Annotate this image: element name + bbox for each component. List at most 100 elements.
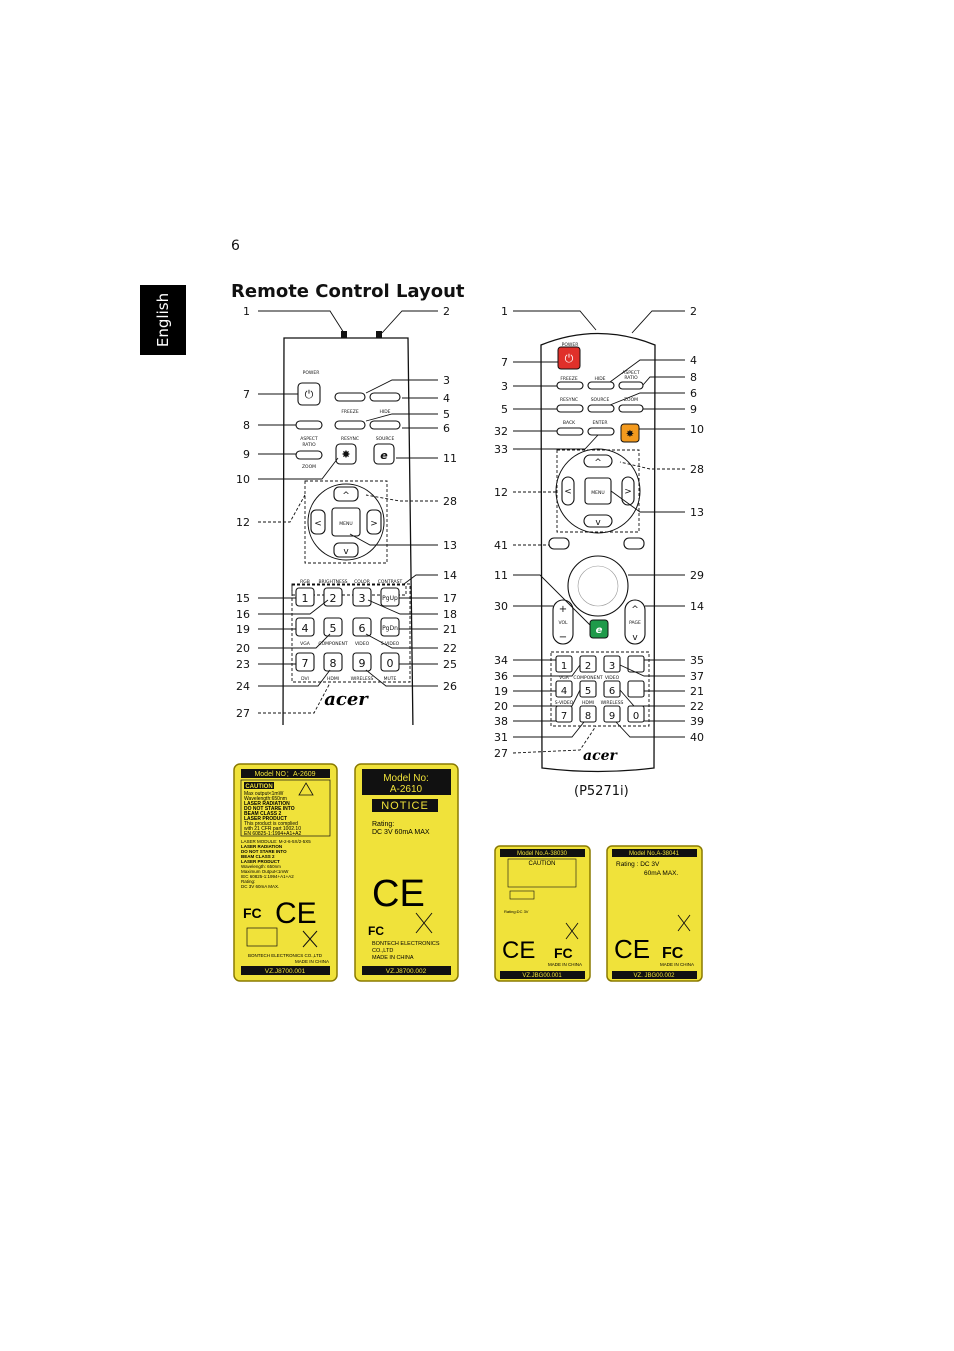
r2-callout-33: 33 — [494, 443, 508, 456]
side-tab-label: English — [154, 292, 172, 348]
weee-bin-icon — [415, 912, 433, 934]
remote2-key-6: 6 — [609, 686, 615, 697]
r2-callout-11: 11 — [494, 569, 508, 582]
r2-callout-7: 7 — [501, 356, 508, 369]
svg-text:v: v — [343, 547, 349, 557]
r1-callout-25: 25 — [443, 658, 457, 671]
label4-ma: 60mA MAX. — [644, 870, 679, 877]
remote2-menu-label: MENU — [591, 490, 604, 496]
label1-line: BEAM CLASS 2 — [244, 811, 281, 817]
remote1-mute-label: MUTE — [384, 676, 397, 682]
laser-icon: ✸ — [341, 448, 350, 461]
label1-line: LASER RADIATION — [244, 801, 290, 807]
remote2-key-2: 2 — [585, 661, 591, 672]
r2-callout-37: 37 — [690, 670, 704, 683]
weee-bin-icon — [677, 914, 691, 932]
remote2-key-9: 9 — [609, 711, 615, 722]
r2-callout-40: 40 — [690, 731, 704, 744]
label1-line: with 21 CFR part 1002.10 — [244, 826, 301, 832]
remote1-aspect-label: ASPECT — [300, 436, 318, 442]
remote2-keypad: 1 2 3 VGA COMPONENT VIDEO 4 5 6 S-VIDEO … — [550, 651, 650, 727]
r2-callout-35: 35 — [690, 654, 704, 667]
r2-callout-4: 4 — [690, 354, 697, 367]
laser-warning-icon — [298, 782, 314, 796]
label3-origin: MADE IN CHINA — [548, 962, 582, 967]
weee-bin-icon — [302, 930, 318, 948]
remote1-hide-label: HIDE — [379, 409, 390, 415]
r1-callout-6: 6 — [443, 422, 450, 435]
label4-model: Model No.A-38041 — [629, 851, 680, 857]
r2-callout-8: 8 — [690, 371, 697, 384]
r2-callout-6: 6 — [690, 387, 697, 400]
svg-text:^: ^ — [342, 491, 350, 501]
label1-line: Wavelength:650nm — [244, 796, 287, 802]
label1-model: Model NO：A-2609 — [254, 771, 315, 778]
remote1-component-label: COMPONENT — [318, 641, 347, 647]
remote1-vga-label: VGA — [300, 641, 311, 647]
weee-bin-icon — [565, 922, 579, 940]
r1-callout-28: 28 — [443, 495, 457, 508]
r1-callout-8: 8 — [243, 419, 250, 432]
r1-callout-7: 7 — [243, 388, 250, 401]
remote1-acer-logo: acer — [324, 689, 369, 710]
label2-dc: DC 3V 60mA MAX — [372, 829, 430, 836]
r2-callout-31: 31 — [494, 731, 508, 744]
r2-callout-39: 39 — [690, 715, 704, 728]
label4-origin: MADE IN CHINA — [660, 962, 694, 967]
r1-callout-18: 18 — [443, 608, 457, 621]
svg-text:^: ^ — [631, 605, 639, 615]
r1-callout-13: 13 — [443, 539, 457, 552]
remote2-zoom-label: ZOOM — [624, 397, 638, 403]
label1-line: BEAM CLASS 2 — [241, 854, 275, 859]
label1-line: This product is complied — [244, 821, 298, 827]
remote2-acer-logo: acer — [583, 748, 619, 764]
remote1-key-1: 1 — [302, 592, 309, 605]
label-a38041: Model No.A-38041 Rating : DC 3V 60mA MAX… — [606, 845, 703, 982]
label1-line: EN 60825-1:1994+A1+A2 — [244, 831, 301, 837]
r2-callout-30: 30 — [494, 600, 508, 613]
remote1-ratio-label: RATIO — [302, 442, 316, 448]
r1-callout-1: 1 — [243, 305, 250, 318]
label1-line: LASER PRODUCT — [241, 859, 280, 864]
remote1-resync-label: RESYNC — [341, 436, 359, 442]
remote2-back-label: BACK — [563, 420, 576, 426]
label2-maker: BONTECH ELECTRONICS — [372, 941, 440, 947]
remote2-hide-label: HIDE — [594, 376, 605, 382]
r2-callout-5: 5 — [501, 403, 508, 416]
remote2-aspect-label: ASPECT — [622, 370, 640, 376]
r2-callout-9: 9 — [690, 403, 697, 416]
power-icon: ⏻ — [305, 388, 314, 401]
r1-callout-14: 14 — [443, 569, 457, 582]
r2-callout-2: 2 — [690, 305, 697, 318]
r2-callout-36: 36 — [494, 670, 508, 683]
fcc-mark: FC — [554, 945, 573, 961]
remote1-svideo-label: S-VIDEO — [381, 641, 400, 647]
r2-callout-32: 32 — [494, 425, 508, 438]
r1-callout-12: 12 — [236, 516, 250, 529]
remote1-key-8: 8 — [330, 657, 337, 670]
side-tab: English — [140, 285, 186, 355]
remote2-key-3: 3 — [609, 661, 615, 672]
remote1-source-label: SOURCE — [376, 436, 395, 442]
label1-line: DC 3V 60mA MAX. — [241, 884, 279, 889]
r1-callout-21: 21 — [443, 623, 457, 636]
remote2-svideo-label: S-VIDEO — [555, 700, 574, 706]
r2-callout-13: 13 — [690, 506, 704, 519]
label1-line: IEC 60825-1:1994+A1+A2 — [241, 874, 294, 879]
label1-line: LASER PRODUCT — [244, 816, 287, 822]
laser-icon: ✸ — [626, 429, 634, 440]
svg-text:>: > — [624, 487, 632, 497]
remote1-leaders — [258, 310, 438, 714]
label2-notice: NOTICE — [381, 800, 429, 812]
remote2-hdmi-label: HDMI — [582, 700, 594, 706]
label3-code: VZ.JBG00.001 — [522, 973, 562, 979]
remote-2-figure: ⏻ POWER FREEZE HIDE ASPECT RATIO RESYNC … — [494, 305, 704, 773]
r2-callout-41: 41 — [494, 539, 508, 552]
label3-caution: CAUTION — [529, 861, 556, 867]
remote1-menu-label: MENU — [339, 521, 352, 527]
remote2-power-label: POWER — [562, 342, 579, 348]
r2-callout-1: 1 — [501, 305, 508, 318]
remote2-wireless-label: WIRELESS — [601, 700, 624, 706]
remote2-key-0: 0 — [633, 711, 639, 722]
fcc-mark: FC — [243, 905, 262, 921]
